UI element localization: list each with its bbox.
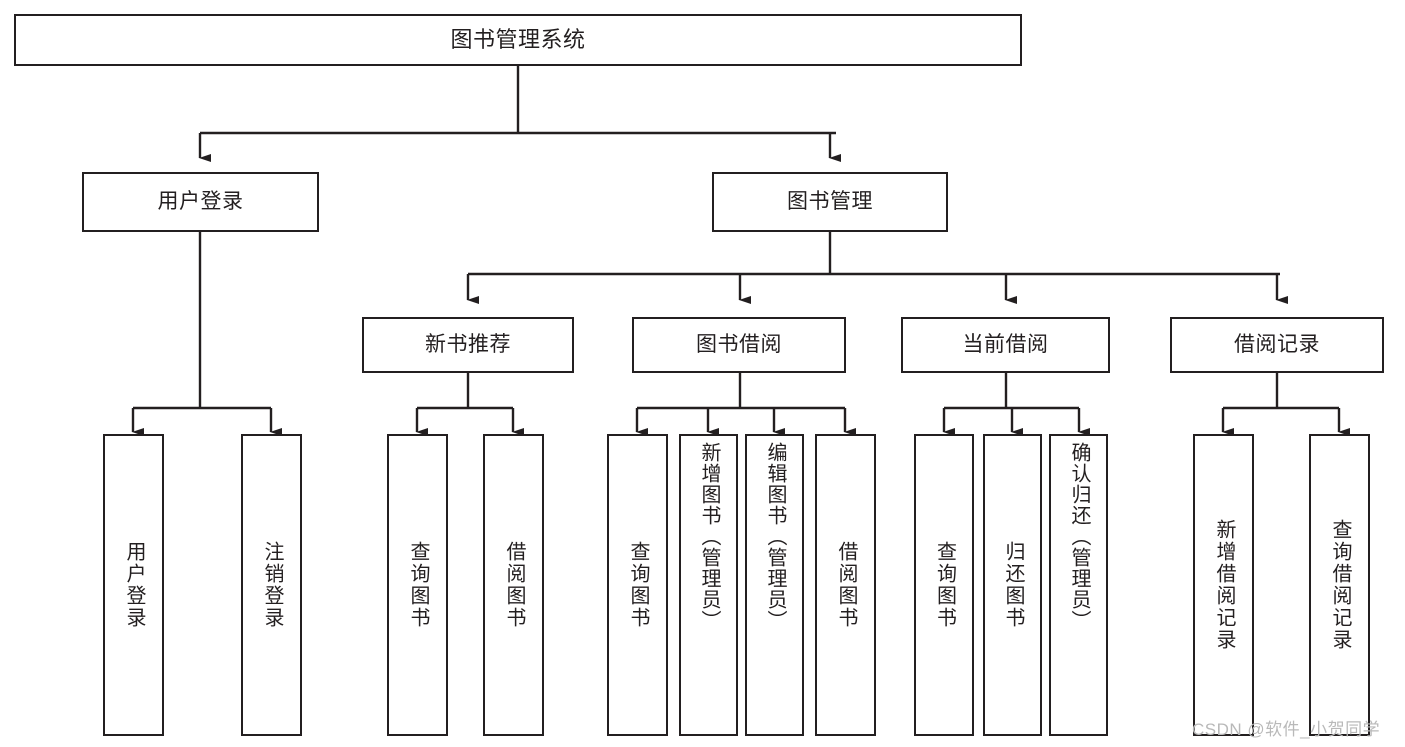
node-book-management-label: 图书管理 xyxy=(787,189,873,213)
leaf-confirm-return-admin[interactable]: 确认归还（管理员） xyxy=(1049,434,1108,736)
node-user-login[interactable]: 用户登录 xyxy=(82,172,319,232)
node-current-borrow-label: 当前借阅 xyxy=(962,332,1049,356)
leaf-query-book-borrow[interactable]: 查询图书 xyxy=(607,434,668,736)
leaf-add-borrow-record-label: 新增借阅记录 xyxy=(1213,519,1235,651)
leaf-query-book-current-label: 查询图书 xyxy=(933,541,956,629)
csdn-watermark: CSDN @软件_小贺同学 xyxy=(1192,720,1381,739)
leaf-add-book-admin-label: 新增图书（管理员） xyxy=(698,442,720,631)
node-borrow-record-label: 借阅记录 xyxy=(1234,332,1320,356)
leaf-query-borrow-record[interactable]: 查询借阅记录 xyxy=(1309,434,1370,736)
leaf-confirm-return-admin-label: 确认归还（管理员） xyxy=(1068,442,1090,631)
leaf-return-book[interactable]: 归还图书 xyxy=(983,434,1042,736)
node-current-borrow[interactable]: 当前借阅 xyxy=(901,317,1110,373)
leaf-add-borrow-record[interactable]: 新增借阅记录 xyxy=(1193,434,1254,736)
leaf-return-book-label: 归还图书 xyxy=(1002,541,1024,629)
node-book-borrow-label: 图书借阅 xyxy=(696,332,782,356)
node-new-book-recommend[interactable]: 新书推荐 xyxy=(362,317,574,373)
node-borrow-record[interactable]: 借阅记录 xyxy=(1170,317,1384,373)
node-user-login-label: 用户登录 xyxy=(157,189,244,213)
leaf-query-book-recommend-label: 查询图书 xyxy=(407,541,429,629)
leaf-edit-book-admin[interactable]: 编辑图书（管理员） xyxy=(745,434,804,736)
leaf-add-book-admin[interactable]: 新增图书（管理员） xyxy=(679,434,738,736)
leaf-user-login[interactable]: 用户登录 xyxy=(103,434,164,736)
node-new-book-recommend-label: 新书推荐 xyxy=(425,332,511,356)
leaf-query-book-borrow-label: 查询图书 xyxy=(627,541,649,629)
leaf-query-borrow-record-label: 查询借阅记录 xyxy=(1329,519,1351,651)
leaf-user-login-label: 用户登录 xyxy=(123,541,145,629)
leaf-borrow-book[interactable]: 借阅图书 xyxy=(815,434,876,736)
leaf-query-book-current[interactable]: 查询图书 xyxy=(914,434,974,736)
leaf-borrow-book-label: 借阅图书 xyxy=(835,541,857,629)
leaf-borrow-book-recommend[interactable]: 借阅图书 xyxy=(483,434,544,736)
leaf-borrow-book-recommend-label: 借阅图书 xyxy=(503,541,525,629)
leaf-logout[interactable]: 注销登录 xyxy=(241,434,302,736)
node-book-management[interactable]: 图书管理 xyxy=(712,172,948,232)
leaf-logout-label: 注销登录 xyxy=(261,541,283,629)
node-book-borrow[interactable]: 图书借阅 xyxy=(632,317,846,373)
leaf-query-book-recommend[interactable]: 查询图书 xyxy=(387,434,448,736)
node-root-label: 图书管理系统 xyxy=(450,27,586,53)
node-root[interactable]: 图书管理系统 xyxy=(14,14,1022,66)
leaf-edit-book-admin-label: 编辑图书（管理员） xyxy=(764,442,786,631)
